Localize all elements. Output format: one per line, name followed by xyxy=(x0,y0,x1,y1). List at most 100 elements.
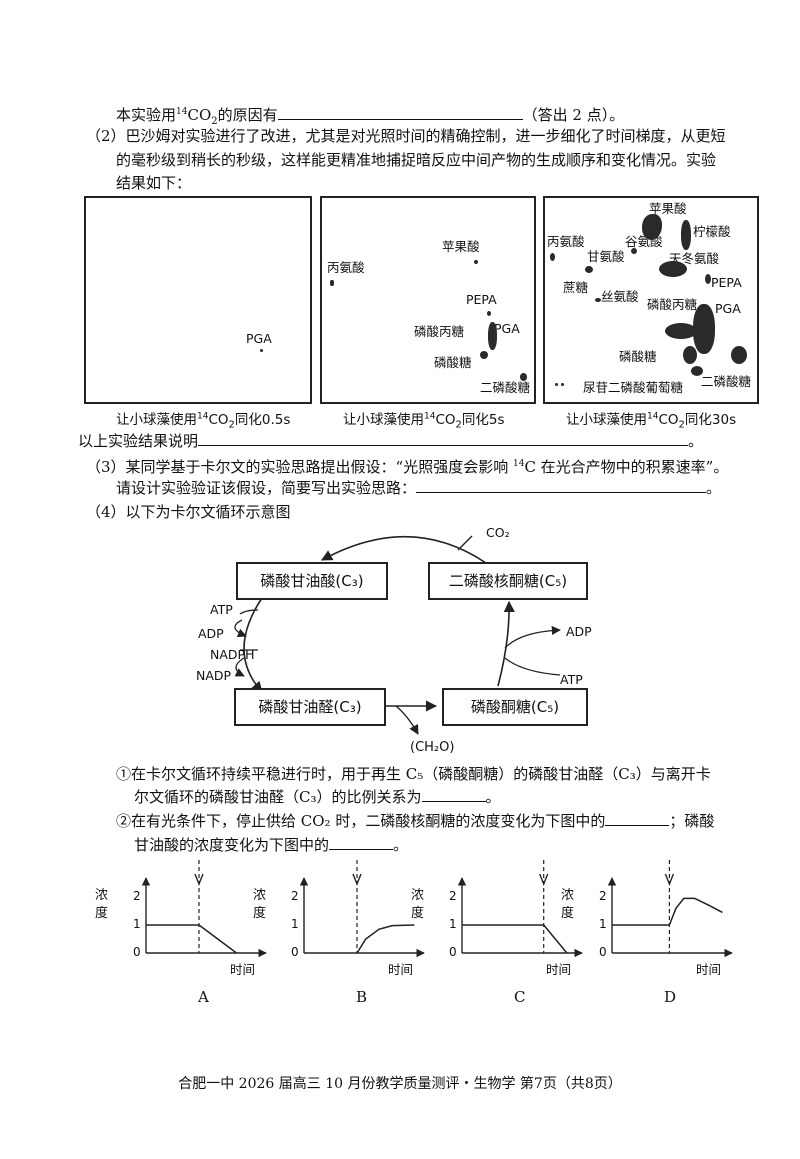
q4-title: （4）以下为卡尔文循环示意图 xyxy=(86,503,291,521)
y-label-char-2-C: 度 xyxy=(410,906,424,921)
q1-tail-line: 本实验用14CO2的原因有（答出 2 点）。 xyxy=(116,105,625,127)
q3-answer-blank[interactable] xyxy=(416,478,707,493)
spot-label-alanine: 丙氨酸 xyxy=(327,260,365,275)
spot-label-sugar-phosphate: 磷酸糖 xyxy=(619,349,657,364)
q3-line-1: （3）某同学基于卡尔文的实验思路提出假设：“光照强度会影响 14C 在光合产物中… xyxy=(86,458,729,476)
q4-sub1-blank[interactable] xyxy=(421,787,486,802)
spot-origin-2 xyxy=(561,383,564,386)
spot-alanine xyxy=(330,280,334,286)
chromatogram-panel-30s: 苹果酸 柠檬酸 丙氨酸 谷氨酸 甘氨酸 天冬氨酸 PEPA 蔗糖 丝氨酸 磷酸丙… xyxy=(543,196,759,404)
graph-letter-B: B xyxy=(356,988,368,1006)
spot-label-sucrose: 蔗糖 xyxy=(563,280,589,295)
spot-label-sugar-phosphate: 磷酸糖 xyxy=(434,355,472,370)
spot-alanine xyxy=(550,253,555,261)
panel-caption-0.5s: 让小球藻使用14CO2同化0.5s xyxy=(116,411,291,431)
spot-malic-acid xyxy=(474,260,478,264)
spot-sugar-diphosphate xyxy=(520,373,527,381)
spot-pepa xyxy=(705,274,711,284)
cycle-box-ketose-phosphate: 磷酸酮糖(C₅) xyxy=(442,688,588,726)
q3-line-2: 请设计实验验证该假设，简要写出实验思路：。 xyxy=(116,478,722,497)
spot-label-pepa: PEPA xyxy=(466,292,497,307)
spot-glutamic-acid xyxy=(631,248,637,254)
tick-1-C: 1 xyxy=(449,917,457,931)
spot-label-glycine: 甘氨酸 xyxy=(587,249,625,264)
spot-label-citric-acid: 柠檬酸 xyxy=(693,224,731,239)
spot-pepa xyxy=(487,311,491,316)
tick-2-D: 2 xyxy=(599,889,607,903)
x-label-C: 时间 xyxy=(546,962,572,977)
panel-caption-30s: 让小球藻使用14CO2同化30s xyxy=(566,411,737,431)
spot-aspartic-acid xyxy=(659,261,687,277)
spot-pga xyxy=(260,349,263,352)
spot-label-malic-acid: 苹果酸 xyxy=(442,239,480,254)
q4-sub2-line-1: ②在有光条件下，停止供给 CO₂ 时，二磷酸核酮糖的浓度变化为下图中的；磷酸 xyxy=(116,811,715,830)
y-label-char-1-B: 浓 xyxy=(252,888,266,903)
spot-citric-acid xyxy=(681,220,691,250)
spot-label-triose-phosphate: 磷酸丙糖 xyxy=(414,324,465,339)
spot-serine xyxy=(595,298,601,302)
q2-conclusion-line: 以上实验结果说明。 xyxy=(78,431,704,450)
q4-sub2-blank-2[interactable] xyxy=(329,835,394,850)
y-label-char-1-C: 浓 xyxy=(410,888,424,903)
spot-label-pga: PGA xyxy=(715,301,741,316)
spot-label-triose-phosphate: 磷酸丙糖 xyxy=(647,297,698,312)
graph-letter-D: D xyxy=(664,988,677,1006)
label-ch2o: (CH₂O) xyxy=(410,740,455,755)
spot-sugar-diphosphate xyxy=(731,346,747,364)
q2-line-3: 结果如下： xyxy=(116,174,192,192)
concentration-curve-B xyxy=(356,924,415,954)
concentration-curve-C xyxy=(462,924,568,954)
concentration-curve-D xyxy=(612,897,723,926)
tick-1-B: 1 xyxy=(291,917,299,931)
spot-malic-acid xyxy=(642,214,662,240)
y-label-char-2-D: 度 xyxy=(560,906,574,921)
spot-triose-phosphate xyxy=(480,351,488,359)
spot-origin-1 xyxy=(555,383,558,386)
spot-label-pepa: PEPA xyxy=(711,275,742,290)
tick-0-A: 0 xyxy=(133,945,141,959)
tick-0-C: 0 xyxy=(449,945,457,959)
stop-co2-arrowhead-B xyxy=(352,873,362,886)
stop-co2-arrowhead-C xyxy=(539,873,549,886)
stop-co2-arrowhead-D xyxy=(664,873,675,886)
spot-label-serine: 丝氨酸 xyxy=(601,289,639,304)
cycle-box-3-phosphoglycerate: 磷酸甘油酸(C₃) xyxy=(236,562,388,600)
label-nadph: NADPH xyxy=(210,647,255,662)
label-adp-left: ADP xyxy=(198,626,224,641)
cycle-box-ribulose-bisphosphate: 二磷酸核酮糖(C₅) xyxy=(428,562,588,600)
concentration-graphs xyxy=(141,860,733,958)
spot-label-pga: PGA xyxy=(494,321,520,336)
x-label-D: 时间 xyxy=(696,962,722,977)
panel-caption-5s: 让小球藻使用14CO2同化5s xyxy=(343,411,505,431)
spot-pga xyxy=(488,322,497,350)
spot-label-pga: PGA xyxy=(246,331,272,346)
tick-1-A: 1 xyxy=(133,917,141,931)
spot-label-sugar-diphosphate: 二磷酸糖 xyxy=(701,374,752,389)
label-adp-right: ADP xyxy=(566,624,592,639)
chromatogram-panel-0.5s: PGA xyxy=(84,196,312,404)
spot-label-alanine: 丙氨酸 xyxy=(547,234,585,249)
spot-udp-glucose xyxy=(691,366,703,376)
spot-sugar-phosphate xyxy=(683,346,697,364)
label-co2: CO₂ xyxy=(486,525,510,540)
q2-line-2: 的毫秒级到稍长的秒级，这样能更精准地捕捉暗反应中间产物的生成顺序和变化情况。实验 xyxy=(116,151,717,169)
q4-sub2-line-2: 甘油酸的浓度变化为下图中的。 xyxy=(134,835,409,854)
graph-letter-C: C xyxy=(514,988,526,1006)
tick-0-B: 0 xyxy=(291,945,299,959)
spot-pga xyxy=(693,304,715,354)
y-label-char-1-A: 浓 xyxy=(94,888,108,903)
label-atp-right: ATP xyxy=(560,672,583,687)
q2-conclusion-blank[interactable] xyxy=(198,431,689,446)
tick-2-C: 2 xyxy=(449,889,457,903)
spot-label-sugar-diphosphate: 二磷酸糖 xyxy=(480,380,531,395)
q1-answer-blank[interactable] xyxy=(277,105,523,120)
chromatogram-panel-5s: 丙氨酸 苹果酸 PEPA PGA 磷酸丙糖 磷酸糖 二磷酸糖 xyxy=(320,196,536,404)
concentration-curve-A xyxy=(146,924,237,954)
q4-sub1-line-2: 尔文循环的磷酸甘油醛（C₃）的比例关系为。 xyxy=(134,787,501,806)
page-footer: 合肥一中 2026 届高三 10 月份教学质量测评・生物学 第7页（共8页） xyxy=(178,1076,622,1092)
q4-sub1-line-1: ①在卡尔文循环持续平稳进行时，用于再生 C₅（磷酸酮糖）的磷酸甘油醛（C₃）与离… xyxy=(116,765,711,783)
graph-letter-A: A xyxy=(198,988,209,1006)
stop-co2-arrowhead-A xyxy=(194,873,204,886)
q4-sub2-blank-1[interactable] xyxy=(605,811,670,826)
label-nadp: NADP xyxy=(196,668,232,683)
